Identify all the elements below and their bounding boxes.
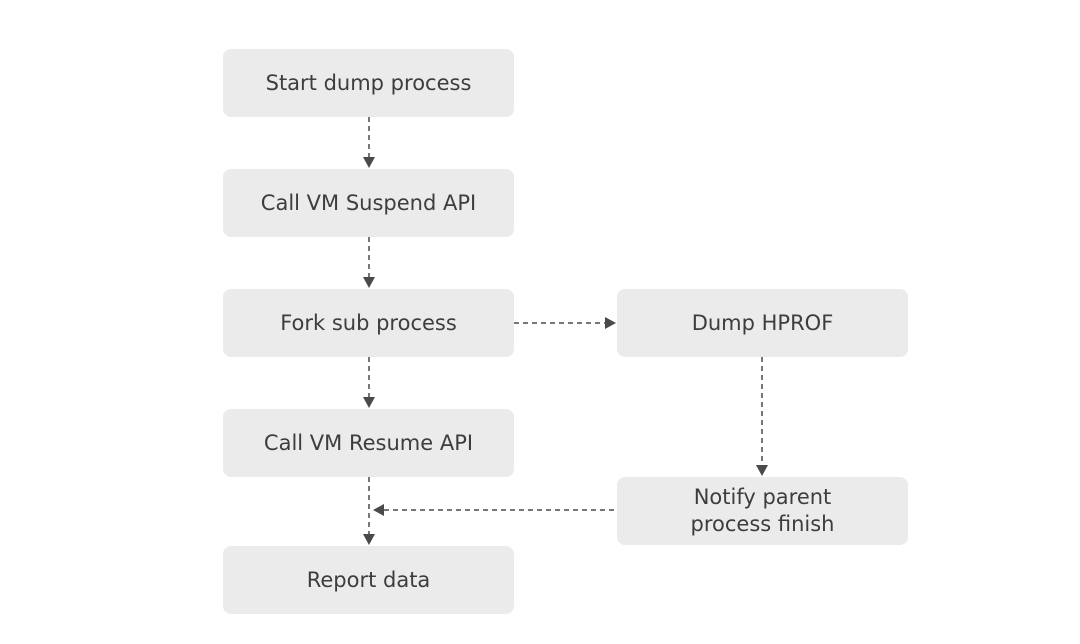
node-call-vm-suspend-api: Call VM Suspend API [223,169,514,237]
node-dump-hprof: Dump HPROF [617,289,908,357]
arrowhead-notify [756,465,768,476]
node-notify-parent-process-finish: Notify parent process finish [617,477,908,545]
arrowhead-resume [363,397,375,408]
arrowhead-suspend [363,157,375,168]
node-fork-sub-process: Fork sub process [223,289,514,357]
arrowhead-dump [605,317,616,329]
node-report-data: Report data [223,546,514,614]
node-call-vm-resume-api: Call VM Resume API [223,409,514,477]
arrowhead-fork [363,277,375,288]
arrowhead-report [363,534,375,545]
node-start-dump-process: Start dump process [223,49,514,117]
arrowhead-merge [373,504,384,516]
